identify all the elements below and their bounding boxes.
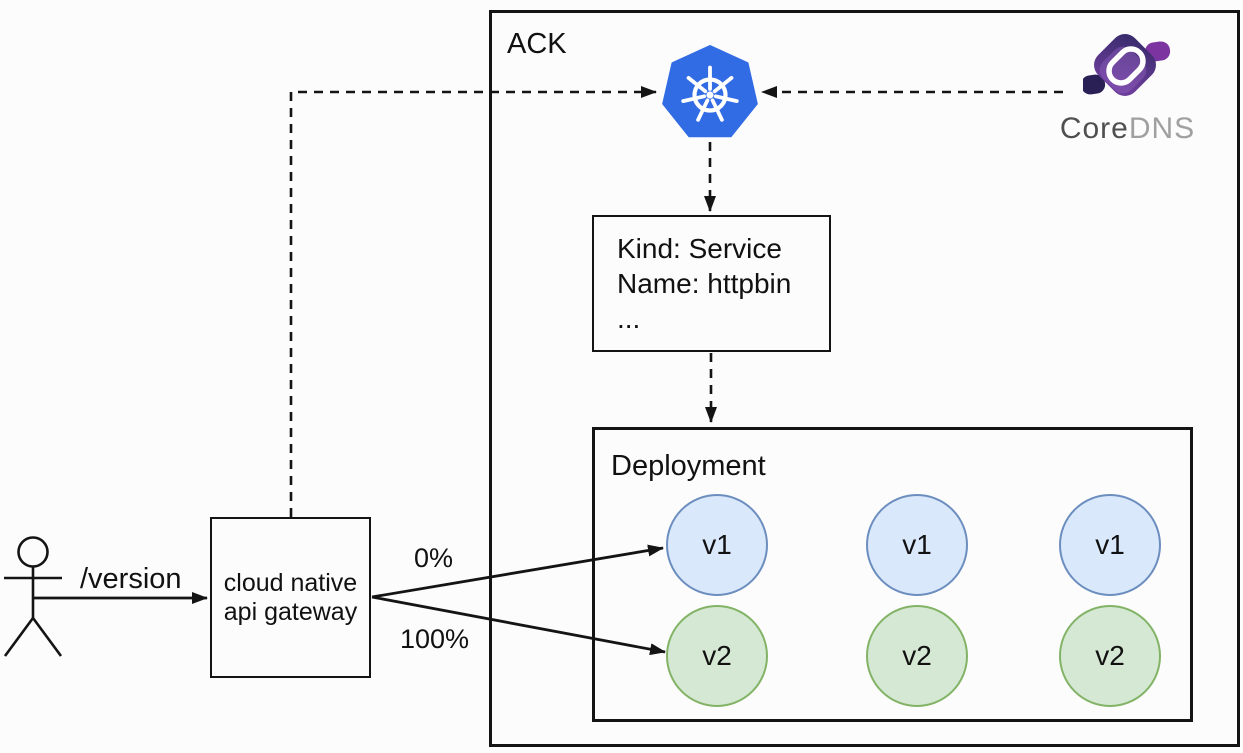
request-path-label: /version xyxy=(80,563,182,595)
pod-v1-replica-3: v1 xyxy=(1059,494,1161,596)
pod-label: v2 xyxy=(702,640,732,671)
deployment-label: Deployment xyxy=(611,450,766,482)
service-name-line: Name: httpbin xyxy=(617,268,792,299)
kubernetes-icon xyxy=(662,45,758,138)
kubernetes-helm-wheel xyxy=(681,65,739,122)
traffic-weight-v1-label: 0% xyxy=(414,543,454,573)
api-gateway-label-line1: cloud native xyxy=(223,568,358,597)
service-box: Kind: Service Name: httpbin ... xyxy=(592,215,831,352)
pod-v1-replica-2: v1 xyxy=(866,494,968,596)
pod-label: v2 xyxy=(1095,640,1125,671)
api-gateway-box: cloud native api gateway xyxy=(210,517,371,678)
pod-v1-replica-1: v1 xyxy=(666,494,768,596)
coredns-label-dns: DNS xyxy=(1128,112,1196,145)
ack-cluster-label: ACK xyxy=(507,28,567,60)
pod-v2-replica-2: v2 xyxy=(866,605,968,707)
pod-label: v1 xyxy=(902,529,932,560)
coredns-icon xyxy=(1083,34,1171,96)
coredns-label: CoreDNS xyxy=(1050,112,1205,146)
pod-label: v1 xyxy=(1095,529,1125,560)
traffic-weight-v2-label: 100% xyxy=(400,624,470,654)
api-gateway-label: cloud native api gateway xyxy=(224,569,357,627)
coredns-label-core: Core xyxy=(1059,112,1129,145)
api-gateway-label-line2: api gateway xyxy=(223,597,358,626)
pod-v2-replica-3: v2 xyxy=(1059,605,1161,707)
pod-label: v1 xyxy=(702,529,732,560)
kubernetes-heptagon xyxy=(662,45,758,138)
service-ellipsis-line: ... xyxy=(617,303,641,334)
pod-label: v2 xyxy=(902,640,932,671)
deployment-box: Deployment v1 v1 v1 v2 v2 v2 xyxy=(592,427,1193,722)
pod-v2-replica-1: v2 xyxy=(666,605,768,707)
user-figure-icon xyxy=(3,536,63,657)
coredns-chain-links xyxy=(1083,34,1171,96)
service-kind-line: Kind: Service xyxy=(617,233,782,264)
